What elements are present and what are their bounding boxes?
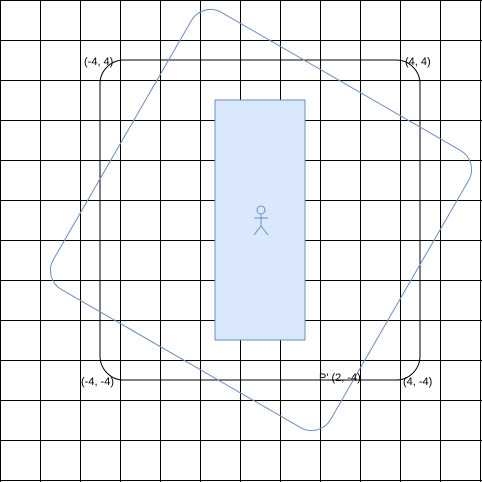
point-label: P' (2, -4): [319, 372, 361, 384]
label-bottom-right: (4, -4): [403, 376, 432, 388]
center-rectangle[interactable]: [214, 99, 306, 341]
person-icon[interactable]: [253, 205, 269, 236]
rotated-square-shape[interactable]: [42, 1, 479, 438]
label-bottom-left: (-4, -4): [81, 376, 114, 388]
square-shape[interactable]: [99, 59, 421, 381]
label-top-left: (-4, 4): [84, 56, 113, 68]
label-top-right: (4, 4): [405, 56, 431, 68]
